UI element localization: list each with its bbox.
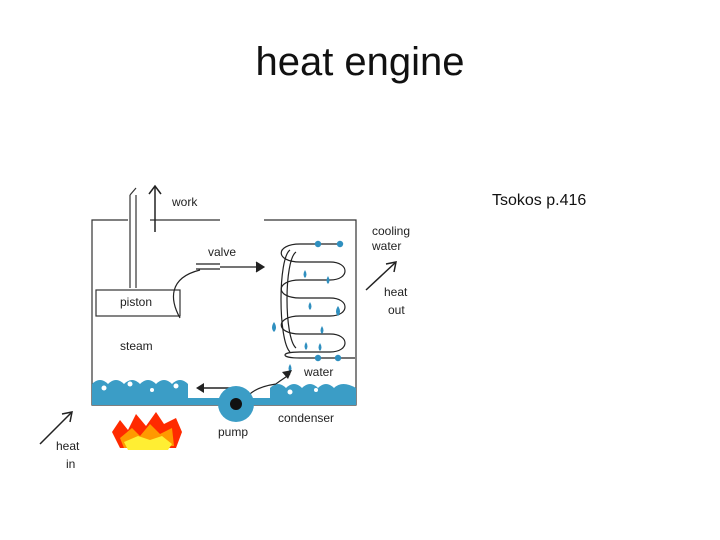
label-out: out: [388, 303, 405, 317]
label-cooling-water: water: [371, 239, 401, 253]
piston: [95, 187, 181, 317]
label-water: water: [303, 365, 333, 379]
label-cooling: cooling: [372, 224, 410, 238]
work-arrow: [148, 184, 162, 232]
label-condenser: condenser: [278, 411, 334, 425]
boiler-water: [92, 380, 356, 405]
label-heat-out: heat: [384, 285, 408, 299]
label-piston: piston: [120, 295, 152, 309]
condenser-coil: [280, 243, 355, 359]
slide-title: heat engine: [255, 40, 465, 84]
water-droplets: [272, 240, 344, 372]
label-in: in: [66, 457, 75, 471]
heat-out-arrow: [365, 261, 397, 291]
flame: [112, 412, 182, 450]
steam-pipe: [173, 261, 266, 319]
citation-text: Tsokos p.416: [492, 192, 587, 209]
label-work: work: [171, 195, 198, 209]
heat-in-arrow: [39, 411, 73, 445]
label-steam: steam: [120, 339, 153, 353]
label-valve: valve: [208, 245, 236, 259]
pump: [218, 386, 254, 422]
label-pump: pump: [218, 425, 248, 439]
label-heat-in: heat: [56, 439, 80, 453]
